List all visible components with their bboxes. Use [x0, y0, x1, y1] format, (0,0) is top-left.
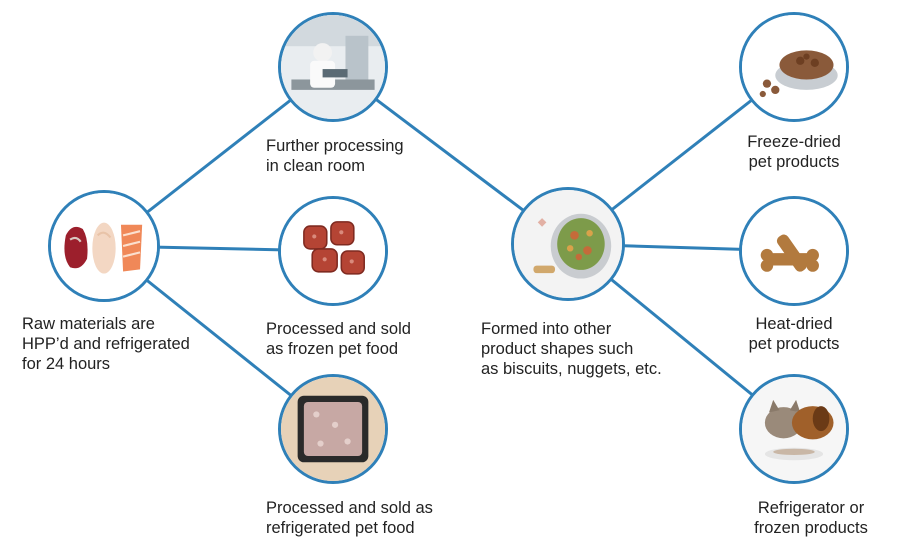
clean-room-worker-image: [278, 12, 388, 122]
frozen-label: Processed and sold as frozen pet food: [266, 320, 411, 358]
kibble-bowl-image: [511, 187, 625, 301]
raw-materials-label: Raw materials are HPP’d and refrigerated…: [22, 315, 190, 373]
refrigerated-tray-image: [278, 374, 388, 484]
refrigerator-frozen-label: Refrigerator or frozen products: [754, 499, 868, 537]
raw-meats-image: [48, 190, 160, 302]
refrigerated-label: Processed and sold as refrigerated pet f…: [266, 499, 433, 537]
clean-room-label: Further processing in clean room: [266, 137, 404, 175]
freeze-dried-label: Freeze-dried pet products: [747, 133, 841, 171]
cat-and-dog-eating-image: [739, 374, 849, 484]
freeze-dried-bowl-image: [739, 12, 849, 122]
frozen-nuggets-image: [278, 196, 388, 306]
bone-biscuits-image: [739, 196, 849, 306]
formed-label: Formed into other product shapes such as…: [481, 320, 662, 378]
heat-dried-label: Heat-dried pet products: [748, 315, 840, 353]
